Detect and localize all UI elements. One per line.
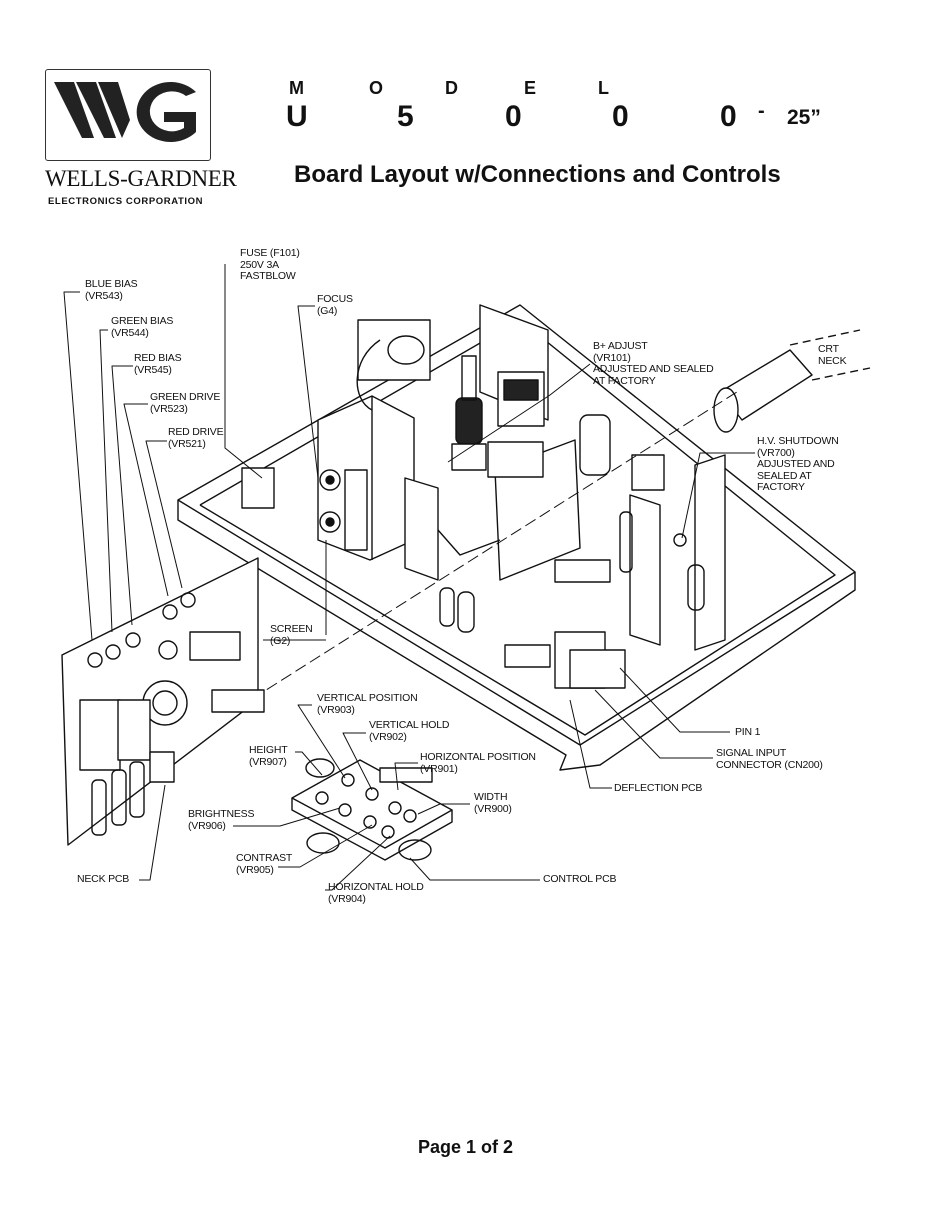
deflection-pcb-drawing (177, 304, 871, 771)
label-pin1: PIN 1 (735, 726, 761, 738)
label-vertical-hold: VERTICAL HOLD (VR902) (369, 719, 450, 743)
wg-logo-icon (54, 82, 196, 142)
model-digit-3: 0 (505, 100, 522, 133)
page-number: Page 1 of 2 (417, 1137, 514, 1157)
label-vertical-position: VERTICAL POSITION (VR903) (317, 692, 418, 716)
label-red-drive: RED DRIVE (VR521) (168, 426, 224, 450)
label-control-pcb: CONTROL PCB (543, 873, 617, 885)
label-brightness: BRIGHTNESS (VR906) (188, 808, 255, 832)
label-deflection-pcb: DEFLECTION PCB (614, 782, 703, 794)
label-fuse: FUSE (F101) 250V 3A FASTBLOW (240, 247, 300, 282)
label-crt-neck: CRT NECK (818, 343, 847, 367)
brand-subtitle: ELECTRONICS CORPORATION (48, 196, 204, 207)
model-letter-m: M (289, 78, 304, 98)
model-digit-4: 0 (612, 100, 629, 133)
label-height: HEIGHT (VR907) (249, 744, 288, 768)
label-width: WIDTH (VR900) (474, 791, 512, 815)
brand-name: WELLS-GARDNER (45, 166, 237, 191)
label-signal-input: SIGNAL INPUT CONNECTOR (CN200) (716, 747, 823, 771)
model-digit-2: 5 (397, 100, 414, 133)
model-dash: - (758, 100, 765, 122)
model-letter-d: D (445, 78, 458, 98)
leader-lines (63, 264, 755, 891)
neck-pcb-drawing (61, 557, 265, 846)
label-screen: SCREEN (G2) (270, 623, 313, 647)
model-size: 25” (787, 106, 821, 129)
label-hv-shutdown: H.V. SHUTDOWN (VR700) ADJUSTED AND SEALE… (757, 435, 839, 493)
model-letter-o: O (369, 78, 384, 98)
model-letter-l: L (598, 78, 609, 98)
label-b-adjust: B+ ADJUST (VR101) ADJUSTED AND SEALED AT… (593, 340, 714, 387)
label-focus: FOCUS (G4) (317, 293, 353, 317)
control-pcb-drawing (291, 758, 453, 861)
label-horizontal-hold: HORIZONTAL HOLD (VR904) (328, 881, 424, 905)
page-title: Board Layout w/Connections and Controls (294, 161, 781, 188)
label-horizontal-position: HORIZONTAL POSITION (VR901) (420, 751, 536, 775)
model-letter-e: E (524, 78, 537, 98)
label-green-bias: GREEN BIAS (VR544) (111, 315, 174, 339)
model-digit-5: 0 (720, 100, 737, 133)
logo-box (45, 69, 211, 161)
label-blue-bias: BLUE BIAS (VR543) (85, 278, 138, 302)
model-digit-1: U (286, 100, 308, 133)
label-red-bias: RED BIAS (VR545) (134, 352, 182, 376)
label-contrast: CONTRAST (VR905) (236, 852, 293, 876)
label-green-drive: GREEN DRIVE (VR523) (150, 391, 221, 415)
label-neck-pcb: NECK PCB (77, 873, 130, 885)
